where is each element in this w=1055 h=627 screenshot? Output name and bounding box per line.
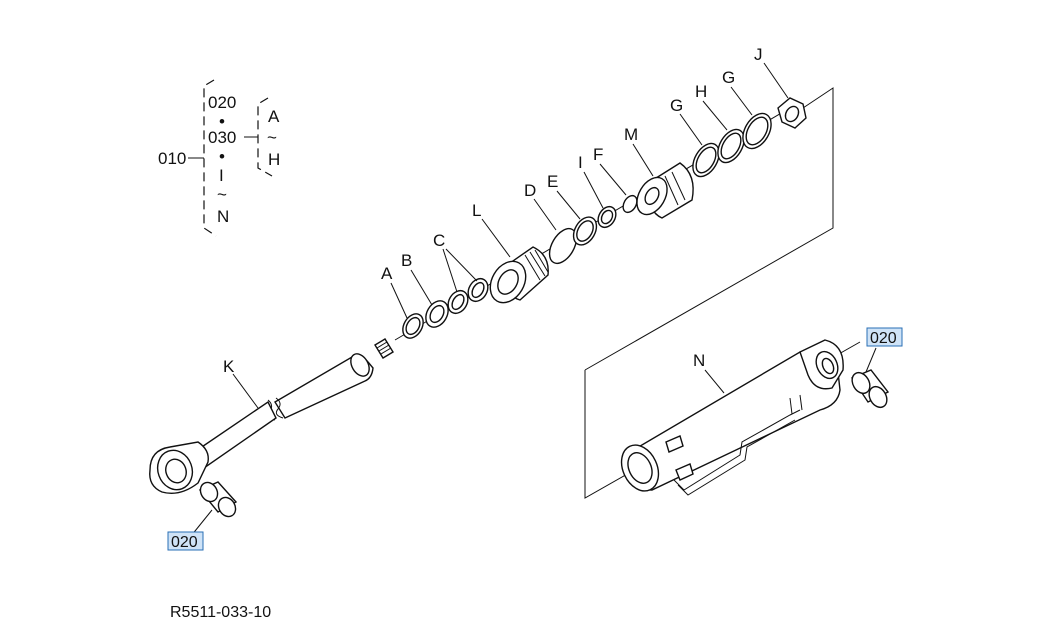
tree-root-010: 010	[158, 149, 186, 168]
bushing-020-top	[850, 369, 890, 409]
tree-sub-start-A: A	[268, 107, 280, 126]
part-G-ring-2	[742, 112, 772, 150]
callout-020-bottom-text[interactable]: 020	[171, 534, 198, 551]
label-L: L	[472, 201, 481, 220]
explode-frame-top	[584, 87, 834, 371]
piston-rod	[149, 338, 394, 495]
part-B-seal	[425, 300, 449, 328]
callout-020-top[interactable]: 020	[866, 327, 903, 347]
figure-code: R5511-033-10	[170, 604, 271, 621]
label-C: C	[433, 231, 445, 250]
tree-child-N: N	[217, 207, 229, 226]
label-E: E	[547, 172, 558, 191]
part-M-piston	[636, 162, 694, 219]
part-L-rod-guide	[489, 246, 549, 304]
label-H: H	[695, 82, 707, 101]
part-D-o-ring	[548, 227, 578, 265]
part-J-nut	[777, 97, 807, 129]
label-A: A	[381, 264, 393, 283]
part-I-ring	[597, 205, 617, 229]
bushing-020-bottom	[198, 481, 238, 518]
part-E-ring	[572, 216, 598, 246]
part-A-ring	[402, 313, 424, 339]
tree-dot-1: •	[219, 112, 225, 131]
tree-tilde-1: ~	[217, 185, 227, 204]
label-G-2: G	[722, 68, 735, 87]
label-F: F	[593, 145, 603, 164]
label-I: I	[578, 153, 583, 172]
tree-sub-end-H: H	[268, 150, 280, 169]
part-F-o-ring	[622, 194, 638, 214]
tree-dot-2: •	[219, 147, 225, 166]
tree-child-I: I	[219, 166, 224, 185]
label-D: D	[524, 181, 536, 200]
label-J: J	[754, 45, 763, 64]
tree-tilde-2: ~	[267, 128, 277, 147]
label-K: K	[223, 357, 235, 376]
label-G-1: G	[670, 96, 683, 115]
tree-child-020: 020	[208, 93, 236, 112]
tree-child-030: 030	[208, 128, 236, 147]
part-G-ring-1	[692, 142, 720, 178]
label-M: M	[624, 125, 638, 144]
callout-020-top-text[interactable]: 020	[870, 330, 897, 347]
part-hierarchy-tree: 010 020 • 030 • I ~ N A ~ H	[158, 79, 280, 237]
callout-020-bottom-highlight[interactable]	[167, 531, 204, 551]
cylinder-tube	[620, 339, 844, 496]
leader-lines	[190, 62, 877, 537]
callout-020-bottom[interactable]: 020	[167, 531, 204, 551]
callout-020-top-highlight[interactable]	[866, 327, 903, 347]
label-B: B	[401, 251, 412, 270]
part-C-rings	[447, 277, 489, 315]
part-H-ring	[717, 128, 745, 164]
label-N: N	[693, 351, 705, 370]
